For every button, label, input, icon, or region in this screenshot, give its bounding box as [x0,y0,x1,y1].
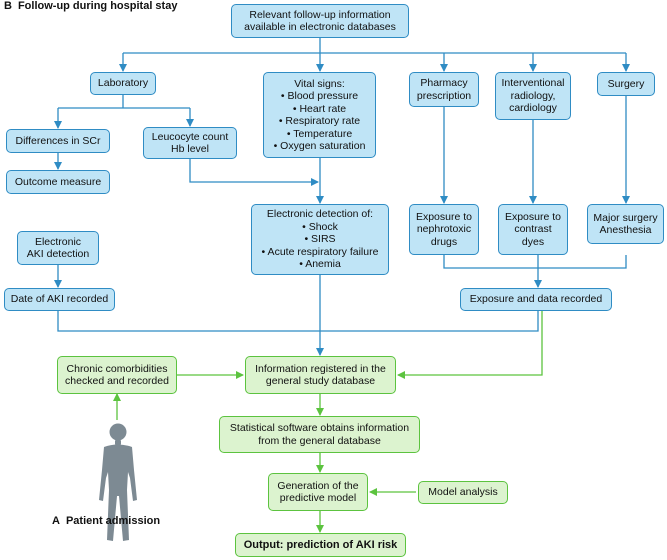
outcome-box: Outcome measure [6,170,110,194]
leucocyte-box: Leucocyte count Hb level [143,127,237,159]
arrow-exposure-green-to-db [397,311,543,379]
comorbidities-box: Chronic comorbidities checked and record… [57,356,177,394]
major-surgery-box: Major surgery Anesthesia [587,204,664,244]
connector-exposure-to-db [322,311,539,332]
statistical-box: Statistical software obtains information… [219,416,420,453]
surgery-box: Surgery [597,72,655,96]
aki-detection-box: Electronic AKI detection [17,231,99,265]
relevant-info-box: Relevant follow-up information available… [231,4,409,38]
output-box: Output: prediction of AKI risk [235,533,406,557]
exposure-recorded-box: Exposure and data recorded [460,288,612,311]
patient-silhouette-icon [99,423,137,541]
electronic-detection-box: Electronic detection of: • Shock • SIRS … [251,204,389,275]
arrow-leucocyte-to-detection [189,159,319,186]
laboratory-box: Laboratory [90,72,156,95]
aki-date-box: Date of AKI recorded [4,288,115,311]
connector-exposure-bus [443,255,627,269]
connector-aki-to-db [57,311,322,332]
differences-scr-box: Differences in SCr [6,129,110,153]
vital-signs-box: Vital signs: • Blood pressure • Heart ra… [263,72,376,158]
contrast-box: Exposure to contrast dyes [498,204,568,255]
interventional-box: Interventional radiology, cardiology [495,72,571,120]
nephrotoxic-box: Exposure to nephrotoxic drugs [409,204,479,255]
general-db-box: Information registered in the general st… [245,356,396,394]
predictive-model-box: Generation of the predictive model [268,473,368,511]
model-analysis-box: Model analysis [418,481,508,504]
pharmacy-box: Pharmacy prescription [409,72,479,107]
